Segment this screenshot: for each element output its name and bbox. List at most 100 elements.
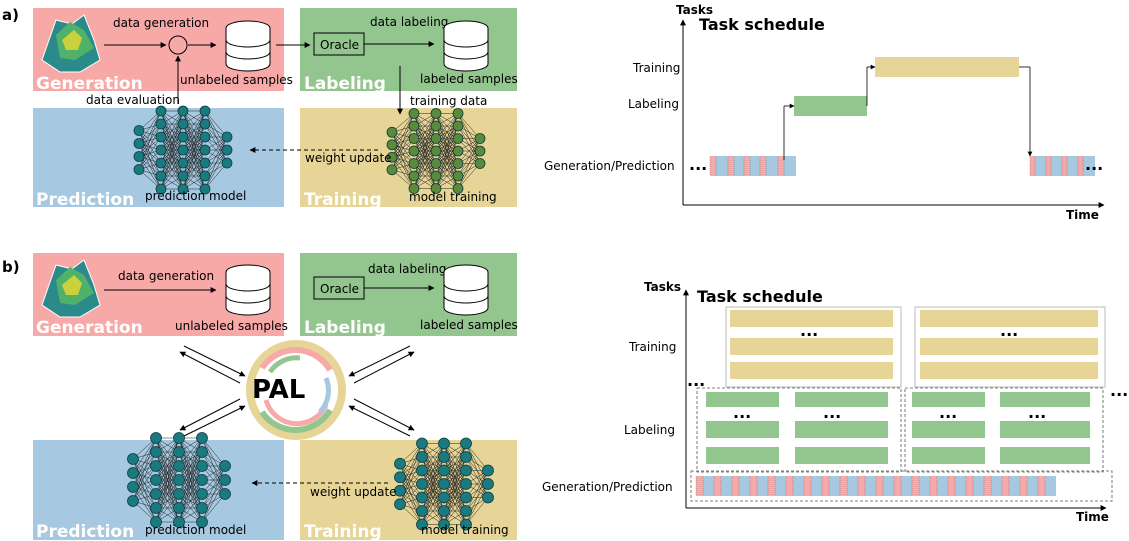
neuron [196,432,208,444]
y-axis-label-b: Tasks [644,280,681,294]
genpred-block [829,476,840,496]
neuron [177,157,189,169]
neuron [430,120,442,132]
neuron [482,464,494,477]
row-training-b: Training [628,340,676,354]
neuron [150,432,162,444]
neuron [177,144,189,156]
genpred-block [847,476,858,496]
neuron [386,126,398,138]
ellipsis-b-lab3: ... [939,403,957,422]
training-title-a: Training [304,190,382,210]
neuron [173,474,185,486]
neuron [408,158,420,169]
neuron [452,158,464,169]
genpred-block [1083,156,1095,176]
genpred-block [1009,476,1020,496]
database-icon [225,20,271,72]
neuron [155,157,167,169]
labeled-samples-label-a: labeled samples [420,72,518,86]
panel-a-label: a) [2,6,19,24]
genpred-block [793,476,804,496]
neuron [474,133,486,144]
prediction-network-a [133,105,233,195]
neuron [150,474,162,486]
prediction-title-b: Prediction [36,522,134,541]
genpred-block [778,156,784,176]
genpred-block [721,476,732,496]
training-network-b [394,437,494,531]
genpred-block [865,476,876,496]
genpred-block [768,476,775,496]
ellipsis-a-left: ... [689,155,707,174]
neuron [386,151,398,163]
genpred-block [786,476,793,496]
neuron [438,464,450,477]
ellipsis-b-lab1: ... [733,403,751,422]
row-genpred-b: Generation/Prediction [542,480,673,494]
neuron [196,446,208,458]
neuron [394,498,406,511]
genpred-block [937,476,948,496]
neuron [416,505,428,517]
genpred-block [930,476,937,496]
neuron [221,144,233,156]
genpred-block [784,156,796,176]
neuron [155,144,167,156]
database-icon [443,20,489,72]
neuron [196,502,208,514]
neuron [430,183,442,194]
neuron [438,505,450,517]
neuron [133,138,145,149]
prediction-network-b [127,432,231,528]
neuron [452,120,464,132]
neuron [438,451,450,463]
neuron [408,145,420,157]
neuron [133,164,145,175]
neuron [177,183,189,195]
neuron [173,432,185,444]
neuron [173,488,185,500]
training-title-b: Training [304,522,382,541]
neuron [416,451,428,463]
x-axis-label-a: Time [1066,208,1099,222]
genpred-block [1062,156,1067,176]
y-axis-label-a: Tasks [676,3,713,17]
genpred-block [966,476,973,496]
neuron [438,478,450,490]
neuron [127,481,139,493]
genpred-block [728,156,734,176]
neuron [394,457,406,470]
genpred-block [912,476,919,496]
ellipsis-b-train2: ... [1000,321,1018,340]
neuron [150,488,162,500]
neuron [408,170,420,182]
pal-arrows [179,345,415,437]
genpred-block [1035,156,1046,176]
neuron [474,158,486,169]
genpred-block [696,476,703,496]
genpred-block [822,476,829,496]
neuron [438,491,450,504]
genpred-block [734,156,744,176]
neuron [452,133,464,144]
genpred-block [710,156,716,176]
genpred-block [919,476,930,496]
panel-b-label: b) [2,258,20,276]
weight-update-label-b: weight update [310,485,397,499]
neuron [386,139,398,151]
neuron [452,108,464,119]
genpred-block [876,476,883,496]
data-generation-label-b: data generation [118,269,214,283]
neuron [438,518,450,531]
neuron [430,158,442,169]
oracle-label-b: Oracle [320,282,359,296]
neuron [460,464,472,477]
neuron [177,170,189,182]
database-icon [225,264,271,316]
data-evaluation-label-a: data evaluation [86,93,180,107]
schedule-b: Tasks Time Task schedule Training Labeli… [542,280,1128,524]
prediction-title-a: Prediction [36,190,134,210]
generation-title-b: Generation [36,318,143,338]
row-genpred-a: Generation/Prediction [544,159,675,173]
